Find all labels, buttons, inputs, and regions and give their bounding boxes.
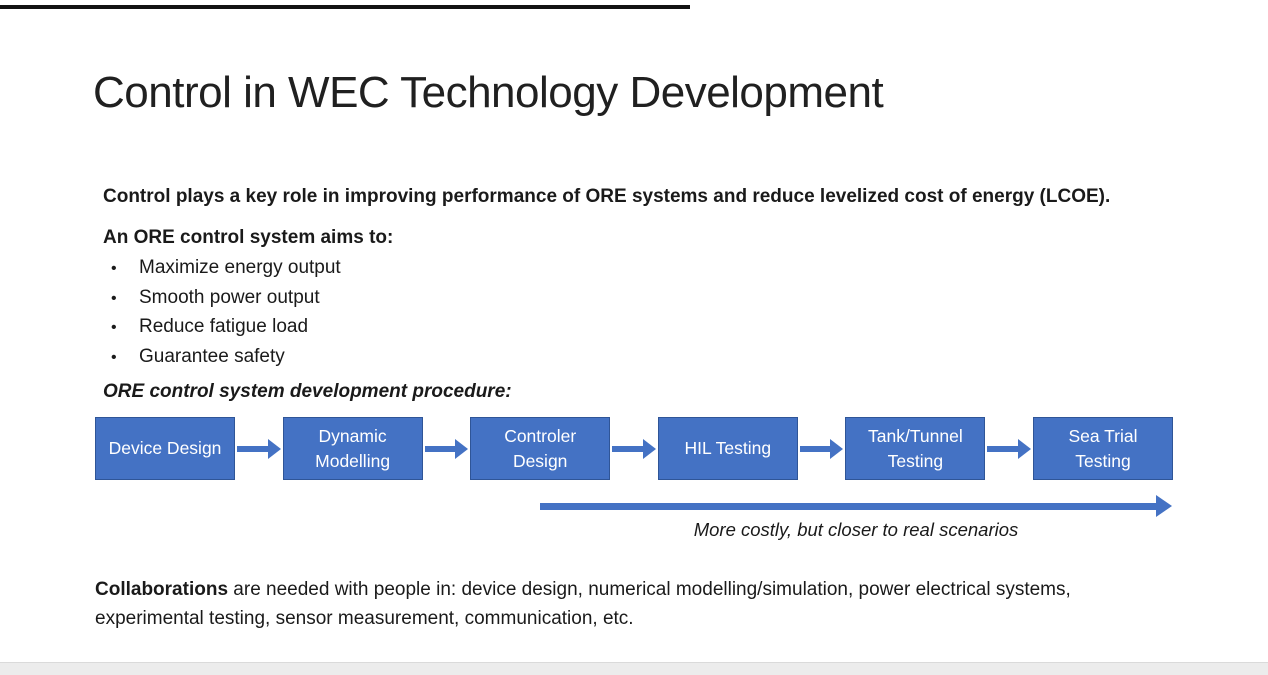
- flow-step-device-design: Device Design: [95, 417, 235, 480]
- aims-list: • Maximize energy output • Smooth power …: [103, 254, 603, 372]
- video-progress-bar[interactable]: [0, 5, 690, 9]
- collaboration-rest: are needed with people in: device design…: [95, 579, 1071, 629]
- intro-text: Control plays a key role in improving pe…: [103, 186, 1111, 207]
- bullet-text: Reduce fatigue load: [139, 316, 309, 338]
- bullet-item: • Maximize energy output: [103, 254, 603, 284]
- flow-arrow-icon: [610, 438, 658, 460]
- bullet-dot-icon: •: [111, 348, 117, 366]
- bullet-item: • Reduce fatigue load: [103, 313, 603, 343]
- flow-step-sea-trial-testing: Sea Trial Testing: [1032, 417, 1173, 480]
- flow-step-controller-design: Controler Design: [470, 417, 611, 480]
- flow-arrow-icon: [423, 438, 471, 460]
- arrow-caption: More costly, but closer to real scenario…: [693, 519, 1019, 540]
- slide-title: Control in WEC Technology Development: [93, 68, 884, 117]
- collaboration-bold-word: Collaborations: [95, 579, 229, 600]
- flow-arrow-icon: [985, 438, 1033, 460]
- bullet-item: • Smooth power output: [103, 284, 603, 314]
- flow-arrow-icon: [798, 438, 846, 460]
- collaboration-text: Collaborations are needed with people in…: [95, 575, 1150, 633]
- flow-diagram: Device Design Dynamic Modelling Controle…: [95, 417, 1173, 480]
- flow-step-tank-tunnel-testing: Tank/Tunnel Testing: [845, 417, 986, 480]
- bullet-dot-icon: •: [111, 319, 117, 337]
- flow-step-hil-testing: HIL Testing: [657, 417, 798, 480]
- timeline-arrow-icon: [540, 495, 1172, 517]
- bullet-text: Guarantee safety: [139, 345, 285, 367]
- flow-arrow-icon: [235, 438, 283, 460]
- bullet-dot-icon: •: [111, 260, 117, 277]
- procedure-heading: ORE control system development procedure…: [103, 381, 512, 402]
- bullet-dot-icon: •: [111, 289, 117, 307]
- bottom-strip: [0, 662, 1268, 675]
- aims-heading: An ORE control system aims to:: [103, 227, 394, 248]
- bullet-text: Maximize energy output: [139, 257, 341, 278]
- bullet-item: • Guarantee safety: [103, 343, 603, 373]
- bullet-text: Smooth power output: [139, 286, 320, 308]
- flow-step-dynamic-modelling: Dynamic Modelling: [282, 417, 423, 480]
